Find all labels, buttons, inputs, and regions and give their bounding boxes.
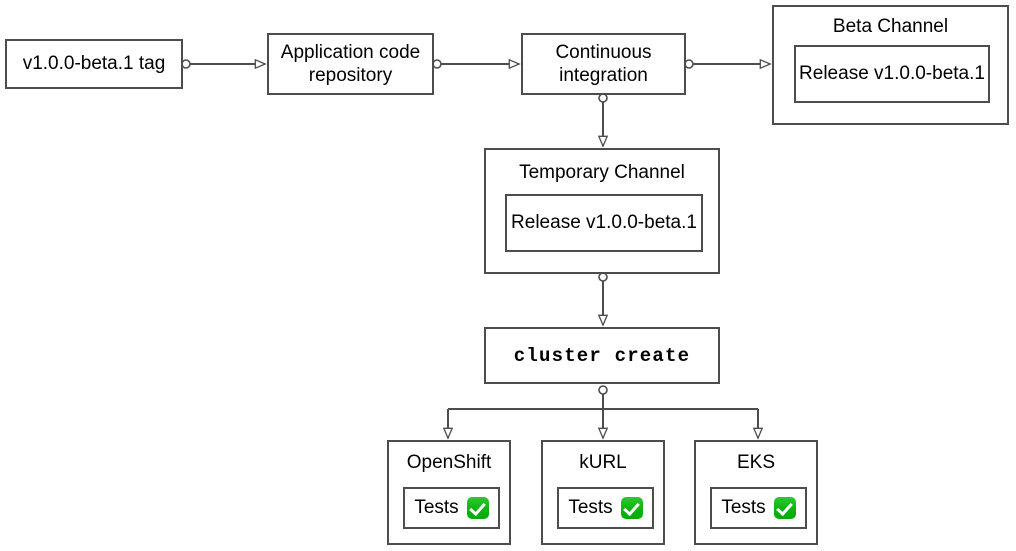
card-eks[interactable]: EKS Tests xyxy=(694,440,818,545)
node-cluster-create[interactable]: cluster create xyxy=(484,327,720,384)
edge-tag-to-repo xyxy=(181,60,265,68)
edge-ci-to-temporary-channel xyxy=(599,93,607,146)
temporary-channel-release-box[interactable]: Release v1.0.0-beta.1 xyxy=(505,194,703,252)
node-continuous-integration[interactable]: Continuous integration xyxy=(521,33,686,95)
node-tag-label: v1.0.0-beta.1 tag xyxy=(22,53,166,75)
beta-channel-release-box[interactable]: Release v1.0.0-beta.1 xyxy=(794,45,990,103)
card-kurl-title: kURL xyxy=(579,452,627,473)
node-application-code-repository-label: Application code repository xyxy=(280,41,421,86)
card-eks-tests-row: Tests xyxy=(721,497,796,519)
temporary-channel-release-label: Release v1.0.0-beta.1 xyxy=(511,212,697,233)
edge-repo-to-ci xyxy=(432,60,519,68)
card-openshift-tests-label: Tests xyxy=(414,497,459,518)
node-continuous-integration-label: Continuous integration xyxy=(555,41,652,86)
card-kurl-tests-label: Tests xyxy=(568,497,613,518)
edge-cluster-create-branches xyxy=(448,385,758,438)
node-tag[interactable]: v1.0.0-beta.1 tag xyxy=(5,39,183,89)
edge-temporary-channel-to-cluster-create xyxy=(599,272,607,325)
container-beta-channel-title: Beta Channel xyxy=(832,16,949,37)
node-cluster-create-label: cluster create xyxy=(513,344,691,367)
card-kurl[interactable]: kURL Tests xyxy=(541,440,665,545)
card-eks-tests-box[interactable]: Tests xyxy=(710,487,807,529)
edge-ci-to-beta-channel xyxy=(684,60,770,68)
container-temporary-channel-title: Temporary Channel xyxy=(519,162,685,183)
container-temporary-channel[interactable]: Temporary Channel Release v1.0.0-beta.1 xyxy=(484,148,720,274)
card-eks-tests-label: Tests xyxy=(721,497,766,518)
container-beta-channel[interactable]: Beta Channel Release v1.0.0-beta.1 xyxy=(772,5,1009,125)
card-openshift-tests-row: Tests xyxy=(414,497,489,519)
node-application-code-repository[interactable]: Application code repository xyxy=(267,33,434,95)
check-mark-icon xyxy=(773,497,796,519)
card-openshift[interactable]: OpenShift Tests xyxy=(387,440,511,545)
check-mark-icon xyxy=(466,497,489,519)
card-openshift-tests-box[interactable]: Tests xyxy=(403,487,500,529)
card-eks-title: EKS xyxy=(736,452,776,473)
beta-channel-release-label: Release v1.0.0-beta.1 xyxy=(799,63,985,84)
check-mark-icon xyxy=(620,497,643,519)
card-kurl-tests-row: Tests xyxy=(568,497,643,519)
card-kurl-tests-box[interactable]: Tests xyxy=(557,487,654,529)
card-openshift-title: OpenShift xyxy=(406,452,492,473)
